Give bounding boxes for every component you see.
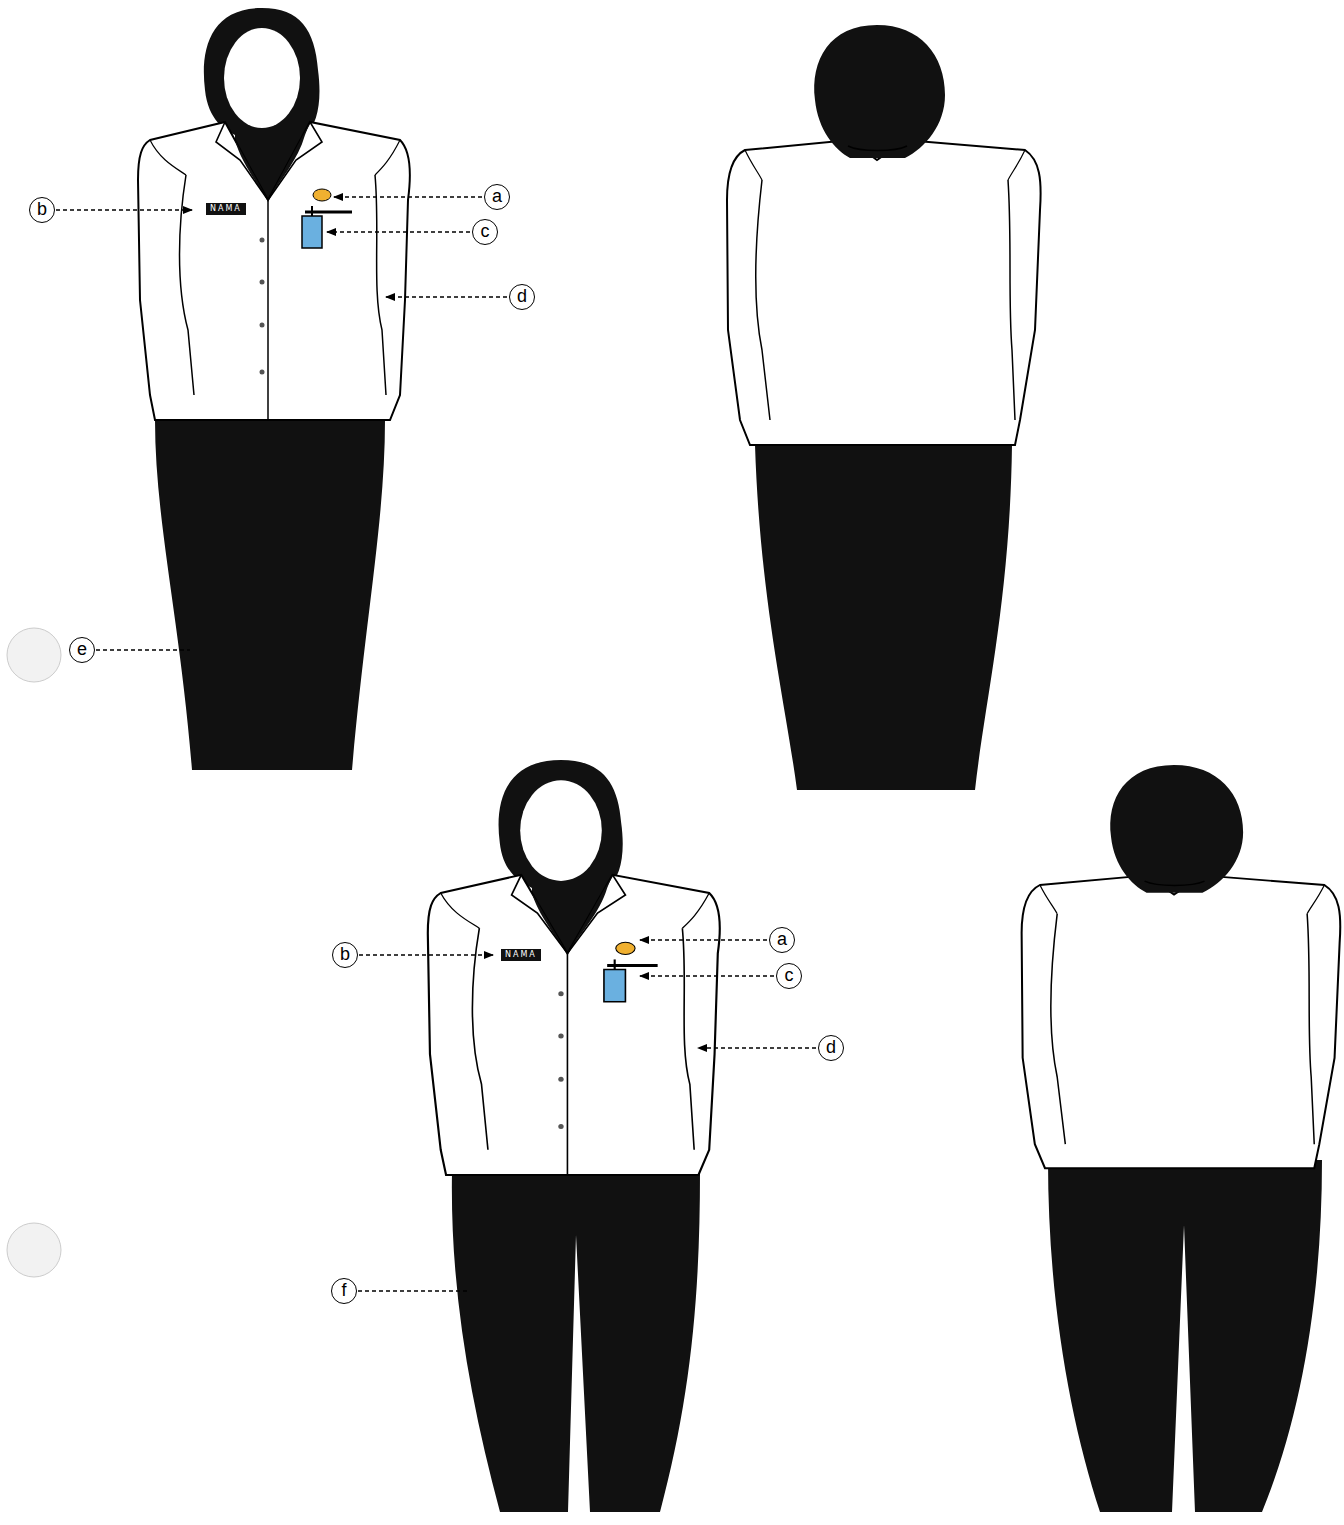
callout-letter: f: [331, 1278, 357, 1304]
skirt: [155, 420, 385, 770]
trousers: [1048, 1160, 1322, 1512]
punch-hole: [7, 1223, 61, 1277]
jacket-front: [428, 760, 720, 1175]
callout-letter: b: [332, 942, 358, 968]
callout-letter: a: [484, 184, 510, 210]
callout-letter: c: [776, 963, 802, 989]
jacket-back: [727, 25, 1041, 445]
punch-hole: [7, 628, 61, 682]
name-tag-text: NAMA: [206, 203, 246, 215]
callout-letter: d: [509, 284, 535, 310]
callout-letter: c: [472, 219, 498, 245]
leader-lines: [56, 197, 816, 1291]
callout-letter: d: [818, 1035, 844, 1061]
callout-letter: a: [769, 927, 795, 953]
jacket-front: [138, 8, 410, 420]
name-tag: NAMA: [501, 949, 541, 961]
callout-letter: e: [69, 637, 95, 663]
skirt: [755, 445, 1012, 790]
jacket-back: [1022, 765, 1341, 1168]
name-tag-text: NAMA: [501, 949, 541, 961]
name-tag: NAMA: [206, 203, 246, 215]
trousers: [452, 1172, 700, 1512]
callout-letter: b: [29, 197, 55, 223]
